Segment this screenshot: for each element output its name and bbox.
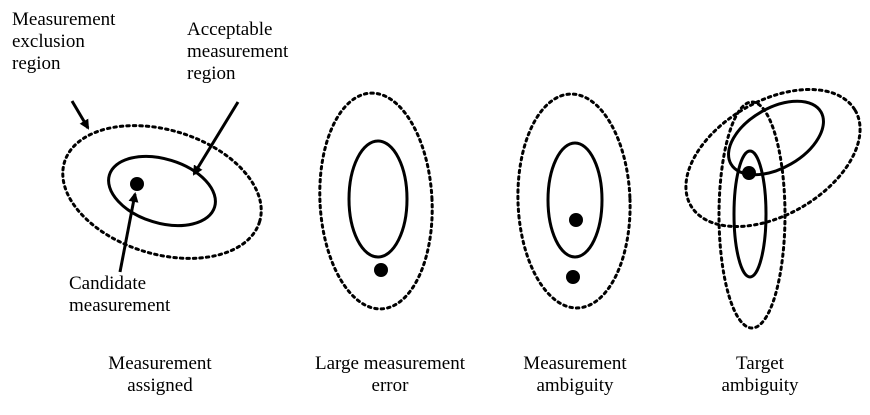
exclusion-region-ellipse: [516, 92, 632, 310]
panel-large-measurement-error: [318, 91, 434, 311]
caption-large-measurement-error: Large measurement error: [315, 353, 465, 396]
shared-measurement-dot: [742, 166, 756, 180]
candidate-measurement-arrow: [118, 192, 139, 273]
candidate-measurement-label: Candidate measurement: [69, 273, 171, 316]
acceptable-region-arrow: [192, 101, 240, 176]
measurement-dot: [374, 263, 388, 277]
panel-measurement-assigned: [61, 100, 263, 273]
exclusion-region-arrow: [70, 100, 90, 130]
acceptable-region-ellipse: [546, 141, 604, 259]
panel-target-ambiguity: [684, 87, 862, 330]
caption-measurement-assigned: Measurement assigned: [108, 353, 212, 396]
exclusion-region-label: Measurement exclusion region: [12, 9, 116, 74]
acceptable-region-ellipse-target-a: [727, 99, 825, 177]
exclusion-region-ellipse: [61, 124, 263, 260]
measurement-dot-outer: [566, 270, 580, 284]
exclusion-region-ellipse: [318, 91, 434, 311]
exclusion-region-ellipse-target-b: [717, 100, 787, 330]
panel-measurement-ambiguity: [516, 92, 632, 310]
acceptable-region-ellipse: [347, 139, 409, 259]
measurement-dot-inner: [569, 213, 583, 227]
acceptable-region-ellipse-target-b: [732, 149, 768, 279]
acceptable-region-label: Acceptable measurement region: [187, 19, 289, 84]
caption-measurement-ambiguity: Measurement ambiguity: [523, 353, 627, 396]
exclusion-region-ellipse-target-a: [684, 87, 862, 229]
acceptable-region-ellipse: [107, 154, 217, 228]
candidate-measurement-dot: [130, 177, 144, 191]
caption-target-ambiguity: Target ambiguity: [721, 353, 799, 396]
